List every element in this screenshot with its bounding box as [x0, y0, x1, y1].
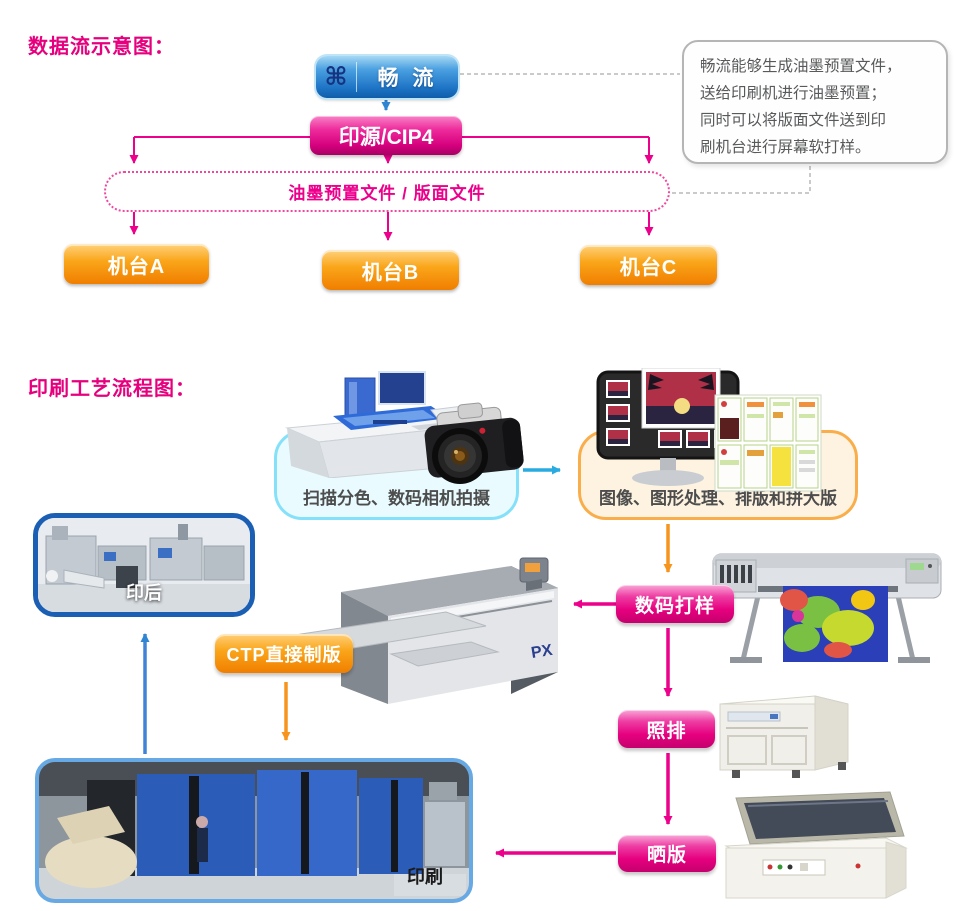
ctp-machine-illustration: PX — [299, 557, 558, 704]
yinyuan-cip4-node: 印源/CIP4 — [310, 116, 462, 155]
postpress-label: 印后 — [126, 583, 162, 603]
ink-preset-files-bus: 油墨预置文件 / 版面文件 — [104, 171, 670, 212]
press-photo: 印刷 — [35, 758, 473, 903]
inkjet-printer-illustration — [712, 553, 942, 663]
press-label: 印刷 — [407, 867, 443, 887]
press-machinery — [39, 762, 469, 899]
imagesetter-node: 照排 — [618, 710, 715, 748]
machine-c-node: 机台C — [580, 245, 717, 285]
imagesetter-label: 照排 — [646, 720, 687, 742]
process-flow-title: 印刷工艺流程图： — [28, 378, 196, 400]
changliu-node: ⌘ 畅 流 — [316, 56, 458, 98]
plate-burn-label: 晒版 — [646, 845, 687, 866]
digital-proof-node: 数码打样 — [616, 585, 734, 623]
command-icon: ⌘ — [324, 63, 348, 91]
postpress-machinery — [38, 518, 250, 612]
data-flow-title: 数据流示意图： — [28, 36, 175, 58]
machine-a-label: 机台A — [107, 255, 166, 278]
divider — [356, 62, 357, 92]
plate-burner-illustration — [724, 791, 908, 899]
yinyuan-label: 印源/CIP4 — [338, 125, 434, 149]
digital-proof-label: 数码打样 — [634, 595, 715, 617]
ctp-node: CTP直接制版 — [215, 634, 353, 673]
scan-step-box: 扫描分色、数码相机拍摄 — [274, 430, 519, 520]
machine-b-node: 机台B — [322, 250, 459, 290]
image-step-box: 图像、图形处理、排版和拼大版 — [578, 430, 858, 520]
annotation-note: 畅流能够生成油墨预置文件， 送给印刷机进行油墨预置； 同时可以将版面文件送到印 … — [682, 40, 948, 164]
postpress-photo: 印后 — [33, 513, 255, 617]
plate-burn-node: 晒版 — [618, 835, 716, 872]
machine-a-node: 机台A — [64, 244, 209, 284]
ctp-label: CTP直接制版 — [226, 644, 342, 665]
imagesetter-illustration — [719, 695, 849, 778]
machine-b-label: 机台B — [361, 261, 420, 284]
note-line: 刷机台进行屏幕软打样。 — [700, 139, 871, 156]
note-line: 同时可以将版面文件送到印 — [700, 112, 887, 129]
image-step-label: 图像、图形处理、排版和拼大版 — [599, 489, 837, 508]
svg-text:PX: PX — [530, 642, 554, 662]
note-line: 畅流能够生成油墨预置文件， — [700, 58, 902, 75]
bus-label: 油墨预置文件 / 版面文件 — [288, 184, 486, 203]
changliu-label: 畅 流 — [377, 67, 438, 90]
scan-step-label: 扫描分色、数码相机拍摄 — [303, 489, 490, 508]
note-line: 送给印刷机进行油墨预置； — [700, 85, 887, 102]
machine-c-label: 机台C — [619, 256, 678, 279]
